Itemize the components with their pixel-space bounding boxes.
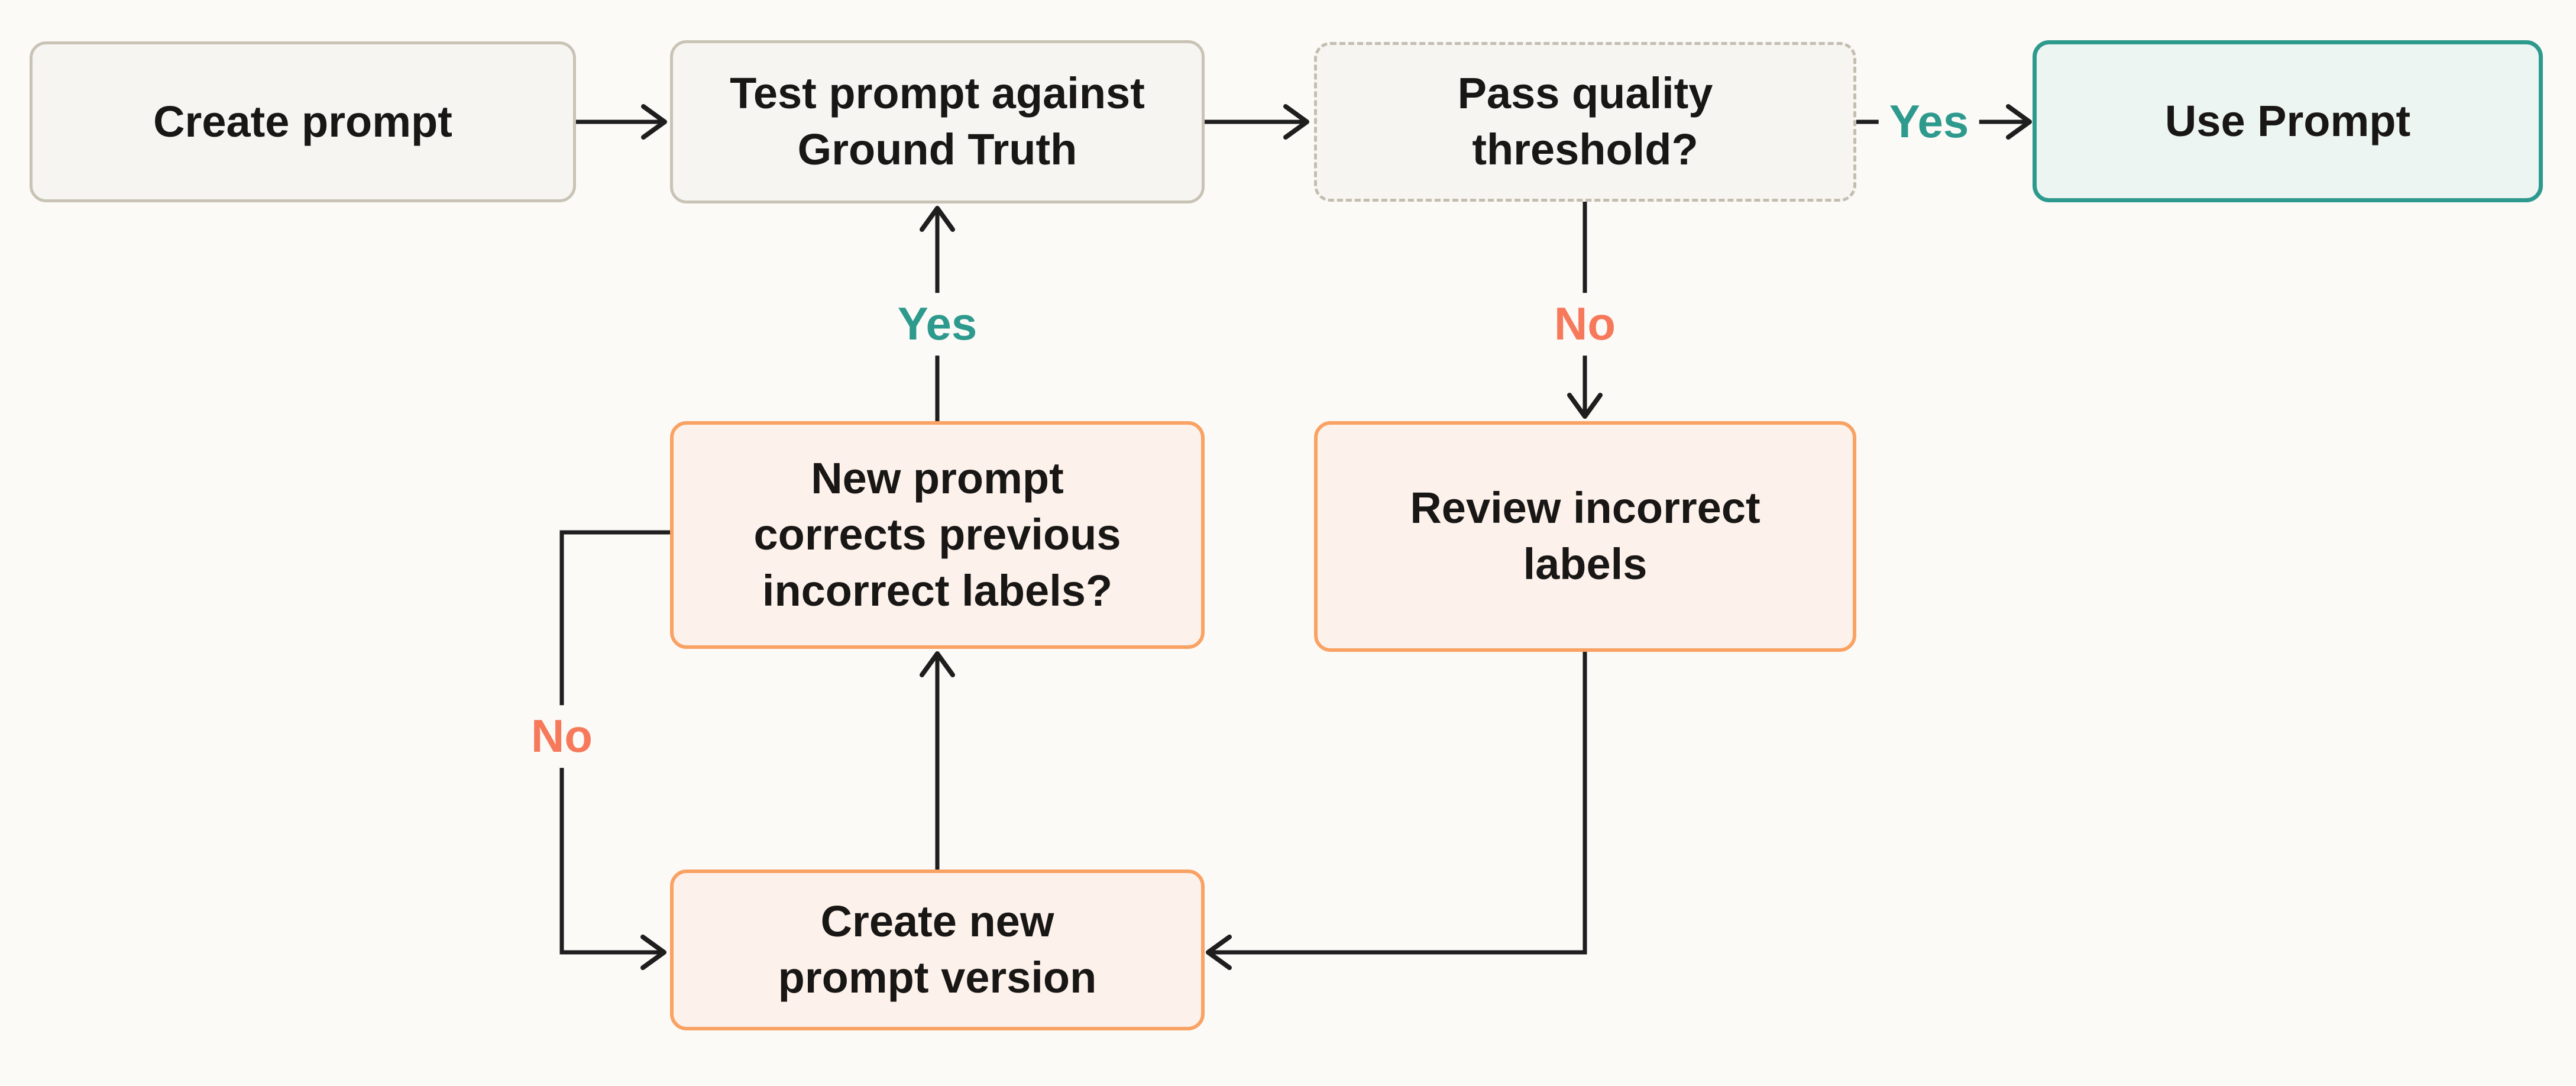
edge-newversion-to-corrects	[920, 651, 955, 870]
edge-label-yes-use-prompt: Yes	[1878, 90, 1980, 153]
node-test-prompt: Test prompt against Ground Truth	[670, 40, 1205, 203]
node-create-prompt: Create prompt	[30, 41, 576, 202]
edge-create-to-test	[576, 104, 667, 140]
edge-test-to-pass	[1205, 104, 1309, 140]
edge-label-no-review: No	[1543, 293, 1626, 355]
edge-label-yes-retest: Yes	[886, 293, 988, 355]
edge-label-no-loop: No	[520, 705, 603, 768]
node-review-incorrect-labels: Review incorrect labels	[1314, 421, 1856, 652]
node-use-prompt: Use Prompt	[2033, 40, 2543, 202]
edge-review-to-newversion	[1206, 652, 1587, 970]
node-new-prompt-corrects: New prompt corrects previous incorrect l…	[670, 421, 1205, 649]
node-create-new-prompt-version: Create new prompt version	[670, 870, 1205, 1030]
node-pass-quality-threshold: Pass quality threshold?	[1314, 42, 1856, 202]
